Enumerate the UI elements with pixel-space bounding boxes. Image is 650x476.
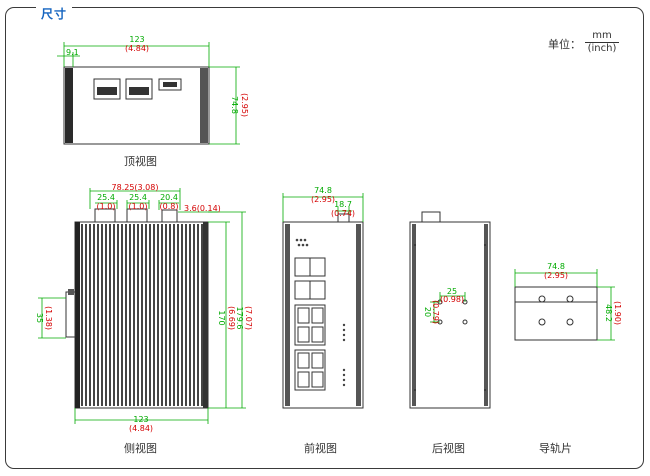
rail-holes (538, 295, 574, 326)
rear-screw-dots (414, 244, 486, 391)
side-edge-dim: 3.6(0.14) (184, 204, 221, 213)
rear-hole-w-in: (0.98) (440, 295, 464, 304)
front-rj45-group-1 (294, 304, 326, 346)
top-right-fin-edge (200, 68, 208, 143)
side-view-dimlines (38, 188, 246, 424)
front-view (282, 213, 364, 409)
top-view-caption: 顶视图 (124, 155, 157, 168)
side-conn2-in: (1.0) (129, 202, 148, 211)
top-console-pins (163, 82, 177, 87)
rail-height-mm: 48.2 (604, 304, 613, 322)
front-view-caption: 前视图 (304, 442, 337, 455)
rear-right-rail (484, 224, 488, 406)
side-bottom-in: (4.84) (129, 424, 153, 433)
side-view-caption: 侧视图 (124, 442, 157, 455)
side-conn1-in: (1.0) (97, 202, 116, 211)
front-width-in: (2.95) (311, 195, 335, 204)
side-h2-in: (7.07) (244, 306, 253, 330)
unit-inch: (inch) (587, 43, 617, 54)
front-width-mm: 74.8 (314, 186, 332, 195)
side-rail-mm: 35 (35, 313, 44, 323)
side-view (65, 208, 209, 409)
top-width-in: (4.84) (125, 44, 149, 53)
top-depth-mm: 74.8 (230, 96, 239, 114)
side-conn3-in: (0.8) (160, 202, 179, 211)
top-view-dimlines (57, 42, 240, 145)
top-width-mm: 123 (129, 35, 144, 44)
rear-top-connector (421, 211, 441, 223)
front-right-rail (356, 224, 361, 406)
side-connector-2 (126, 208, 148, 223)
side-span-top: 78.25(3.08) (112, 183, 159, 192)
rail-width-mm: 74.8 (547, 262, 565, 271)
top-depth-in: (2.95) (240, 93, 249, 117)
side-connector-3 (161, 209, 178, 223)
side-bottom-mm: 123 (133, 415, 148, 424)
front-left-rail (285, 224, 290, 406)
rear-view-dimlines (430, 292, 466, 323)
front-leds-top (295, 238, 309, 247)
front-view-dimlines (282, 193, 364, 222)
rail-height-in: (1.90) (613, 301, 622, 325)
drawing-frame: 尺寸 (5, 7, 644, 469)
side-right-edge (203, 222, 208, 408)
side-conn2-mm: 25.4 (129, 193, 147, 202)
unit-fraction: mm (inch) (585, 30, 619, 55)
side-conn3-mm: 20.4 (160, 193, 178, 202)
front-conn-mm: 18.7 (334, 200, 352, 209)
top-view (63, 66, 210, 145)
rear-hole-h-mm: 20 (423, 307, 432, 317)
rear-view-caption: 后视图 (432, 442, 465, 455)
front-sfp-ports (294, 257, 326, 300)
rear-hole-w-mm: 25 (447, 287, 457, 296)
front-port-leds (342, 323, 346, 387)
section-title: 尺寸 (36, 7, 73, 21)
side-connector-1 (94, 208, 116, 223)
side-din-clip (65, 291, 76, 338)
din-rail-view (514, 286, 598, 341)
rail-top-lip (514, 286, 598, 303)
top-offset-mm: 9.1 (66, 48, 79, 57)
front-rj45-group-2 (294, 349, 326, 391)
unit-label: 单位： (548, 38, 581, 51)
front-top-connector (337, 213, 350, 223)
din-rail-dimlines (514, 269, 615, 341)
rear-view (409, 211, 491, 409)
top-terminal-1-screws (97, 87, 117, 95)
rear-hole-h-in: (0.79) (431, 300, 440, 324)
side-h1-in: (6.69) (227, 306, 236, 330)
front-conn-in: (0.74) (331, 209, 355, 218)
top-terminal-2-screws (129, 87, 149, 95)
top-left-fin-edge (65, 68, 73, 143)
side-left-edge (75, 222, 80, 408)
rear-body (409, 221, 491, 409)
unit-mm: mm (585, 30, 619, 43)
rail-caption: 导轨片 (539, 442, 572, 455)
side-conn1-mm: 25.4 (97, 193, 115, 202)
side-din-clip-top (68, 289, 74, 295)
side-rail-in: (1.38) (44, 306, 53, 330)
side-h1-mm: 170 (217, 310, 226, 325)
rail-width-in: (2.95) (544, 271, 568, 280)
side-h2-mm: 179.6 (235, 307, 244, 330)
side-heatsink-fins (79, 224, 207, 406)
rear-left-rail (412, 224, 416, 406)
